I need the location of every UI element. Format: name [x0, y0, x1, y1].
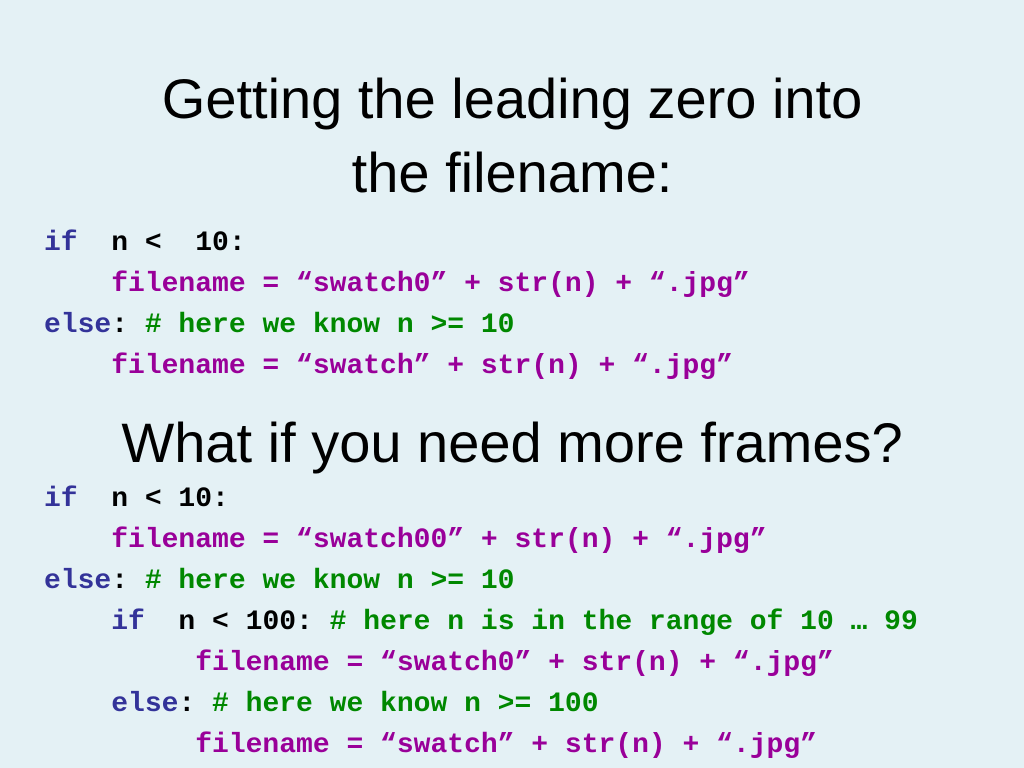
code-text-token: n < 10:	[77, 228, 246, 259]
code-block-more-frames: if n < 10: filename = “swatch00” + str(n…	[44, 479, 918, 766]
code-block-leading-zero: if n < 10: filename = “swatch0” + str(n)…	[44, 223, 750, 387]
code-line: if n < 100: # here n is in the range of …	[44, 602, 918, 643]
slide-subtitle: What if you need more frames?	[121, 411, 903, 474]
expression-token: filename = “swatch” + str(n) + “.jpg”	[44, 351, 733, 382]
title-line-1: Getting the leading zero into	[161, 67, 863, 130]
expression-token: filename = “swatch0” + str(n) + “.jpg”	[44, 648, 834, 679]
code-text-token: n < 100:	[144, 607, 330, 638]
expression-token: filename = “swatch” + str(n) + “.jpg”	[44, 730, 817, 761]
code-line: filename = “swatch0” + str(n) + “.jpg”	[44, 643, 918, 684]
comment-token: # here we know n >= 10	[144, 566, 515, 597]
code-line: else: # here we know n >= 10	[44, 305, 750, 346]
expression-token: filename = “swatch0” + str(n) + “.jpg”	[44, 269, 750, 300]
comment-token: # here we know n >= 10	[144, 310, 515, 341]
code-line: filename = “swatch0” + str(n) + “.jpg”	[44, 264, 750, 305]
keyword-token: if	[44, 484, 78, 515]
code-text-token: n < 10:	[77, 484, 229, 515]
keyword-token: else	[44, 310, 112, 341]
code-line: filename = “swatch” + str(n) + “.jpg”	[44, 346, 750, 387]
slide-title: Getting the leading zero into the filena…	[0, 62, 1024, 210]
code-line: filename = “swatch00” + str(n) + “.jpg”	[44, 520, 918, 561]
code-line: if n < 10:	[44, 479, 918, 520]
code-line: else: # here we know n >= 10	[44, 561, 918, 602]
code-text-token: :	[178, 689, 213, 720]
keyword-token: if	[44, 228, 78, 259]
expression-token: filename = “swatch00” + str(n) + “.jpg”	[44, 525, 767, 556]
keyword-token: if	[44, 607, 145, 638]
keyword-token: else	[44, 689, 179, 720]
code-text-token: :	[111, 566, 145, 597]
code-line: if n < 10:	[44, 223, 750, 264]
title-line-2: the filename:	[351, 141, 673, 204]
code-text-token: :	[111, 310, 145, 341]
keyword-token: else	[44, 566, 112, 597]
code-line: else: # here we know n >= 100	[44, 684, 918, 725]
code-line: filename = “swatch” + str(n) + “.jpg”	[44, 725, 918, 766]
comment-token: # here n is in the range of 10 … 99	[329, 607, 918, 638]
comment-token: # here we know n >= 100	[212, 689, 599, 720]
